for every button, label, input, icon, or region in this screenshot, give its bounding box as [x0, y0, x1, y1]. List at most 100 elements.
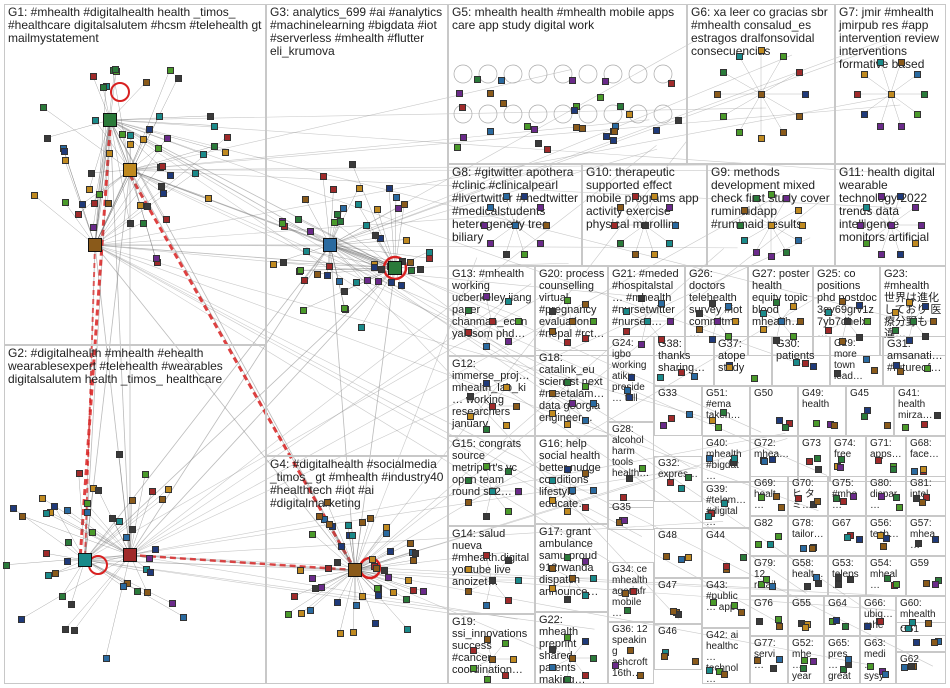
edge	[84, 169, 131, 561]
graph-node	[119, 583, 127, 591]
edge	[84, 267, 396, 561]
graph-node	[466, 413, 474, 421]
group-label: G72: mhea…	[754, 438, 790, 460]
edge	[129, 554, 808, 591]
graph-node	[483, 635, 491, 643]
graph-node	[834, 581, 842, 589]
graph-node	[625, 475, 633, 483]
graph-node	[802, 359, 810, 367]
edge	[329, 244, 878, 618]
edge	[490, 206, 516, 226]
graph-node	[754, 657, 762, 665]
group-label: G62	[900, 654, 919, 665]
graph-node	[795, 495, 803, 503]
group-cell-g25: G25: co positions phd postdoc 3gv69grv1z…	[813, 266, 880, 356]
graph-node	[871, 366, 879, 374]
graph-node	[804, 582, 812, 590]
hub-node	[78, 553, 92, 567]
graph-node	[563, 378, 571, 386]
group-label: G34: ce mhealth agoriafr mobile…	[612, 564, 648, 619]
graph-node	[844, 655, 852, 663]
self-loop	[578, 104, 598, 124]
edge	[105, 554, 131, 659]
edge	[129, 267, 396, 556]
group-cell-g1: G1: #mhealth #digitalhealth health _timo…	[4, 4, 266, 345]
group-label: G19: ssi_innovations success #cancer coo…	[452, 616, 528, 676]
graph-node	[279, 219, 287, 227]
graph-node	[535, 140, 543, 148]
group-cell-g55: G55	[788, 596, 824, 636]
graph-node	[843, 534, 851, 542]
graph-node	[403, 595, 411, 603]
edge	[84, 244, 96, 561]
graph-node	[503, 421, 511, 429]
graph-node	[835, 574, 843, 582]
edge	[890, 195, 901, 226]
graph-node	[752, 195, 760, 203]
graph-node	[800, 664, 808, 672]
graph-node	[358, 592, 366, 600]
graph-node	[732, 318, 740, 325]
self-loop	[453, 64, 473, 84]
edge	[84, 489, 168, 561]
graph-node	[404, 625, 412, 633]
graph-node	[146, 126, 153, 134]
self-loop	[110, 82, 130, 102]
graph-node	[568, 487, 576, 494]
group-label: G17: grant ambulance samu proud 912rwand…	[539, 526, 599, 598]
graph-node	[638, 340, 646, 348]
group-label: G69: healt…	[754, 478, 776, 511]
graph-node	[160, 190, 168, 198]
edge	[354, 521, 363, 571]
group-label: G11: health digital wearable technology …	[839, 165, 935, 244]
edge	[94, 244, 819, 512]
graph-node	[325, 565, 333, 573]
group-cell-g30: G30: patients	[772, 336, 830, 386]
graph-node	[357, 324, 365, 332]
group-cell-g73: G73	[798, 436, 830, 482]
graph-node	[837, 464, 845, 472]
graph-node	[51, 502, 59, 510]
graph-node	[657, 373, 665, 381]
group-cell-g65: G65: pres… great…	[824, 636, 860, 684]
graph-node	[910, 318, 917, 325]
graph-node	[880, 542, 888, 550]
graph-node	[666, 239, 674, 247]
graph-node	[581, 638, 589, 646]
graph-node	[666, 204, 674, 211]
edge	[329, 188, 359, 246]
graph-node	[757, 494, 765, 502]
graph-node	[774, 533, 782, 541]
graph-node	[133, 587, 141, 595]
graph-node	[387, 279, 395, 287]
edge	[738, 55, 762, 95]
edge	[129, 467, 698, 556]
edge	[129, 433, 786, 556]
graph-node	[296, 267, 304, 275]
graph-node	[483, 379, 491, 387]
graph-node	[603, 132, 611, 140]
graph-node	[358, 518, 366, 526]
edge	[644, 195, 655, 226]
graph-node	[796, 113, 804, 121]
graph-node	[657, 336, 665, 344]
group-label: G66: ubiq… mhe…	[864, 598, 893, 635]
edge	[312, 533, 356, 571]
edge	[329, 148, 658, 246]
graph-node	[39, 495, 47, 502]
edge	[329, 188, 334, 246]
group-label: G52: mhe… year…	[792, 638, 814, 683]
graph-node	[725, 364, 733, 372]
graph-node	[856, 333, 864, 341]
graph-node	[341, 287, 348, 295]
edge	[352, 569, 356, 632]
graph-node	[582, 335, 590, 343]
graph-node	[504, 508, 512, 516]
graph-node	[908, 618, 916, 626]
group-cell-g52: G52: mhe… year…	[788, 636, 824, 684]
edge	[770, 198, 787, 226]
graph-node	[460, 133, 468, 141]
graph-node	[806, 458, 814, 466]
graph-node	[772, 492, 780, 500]
